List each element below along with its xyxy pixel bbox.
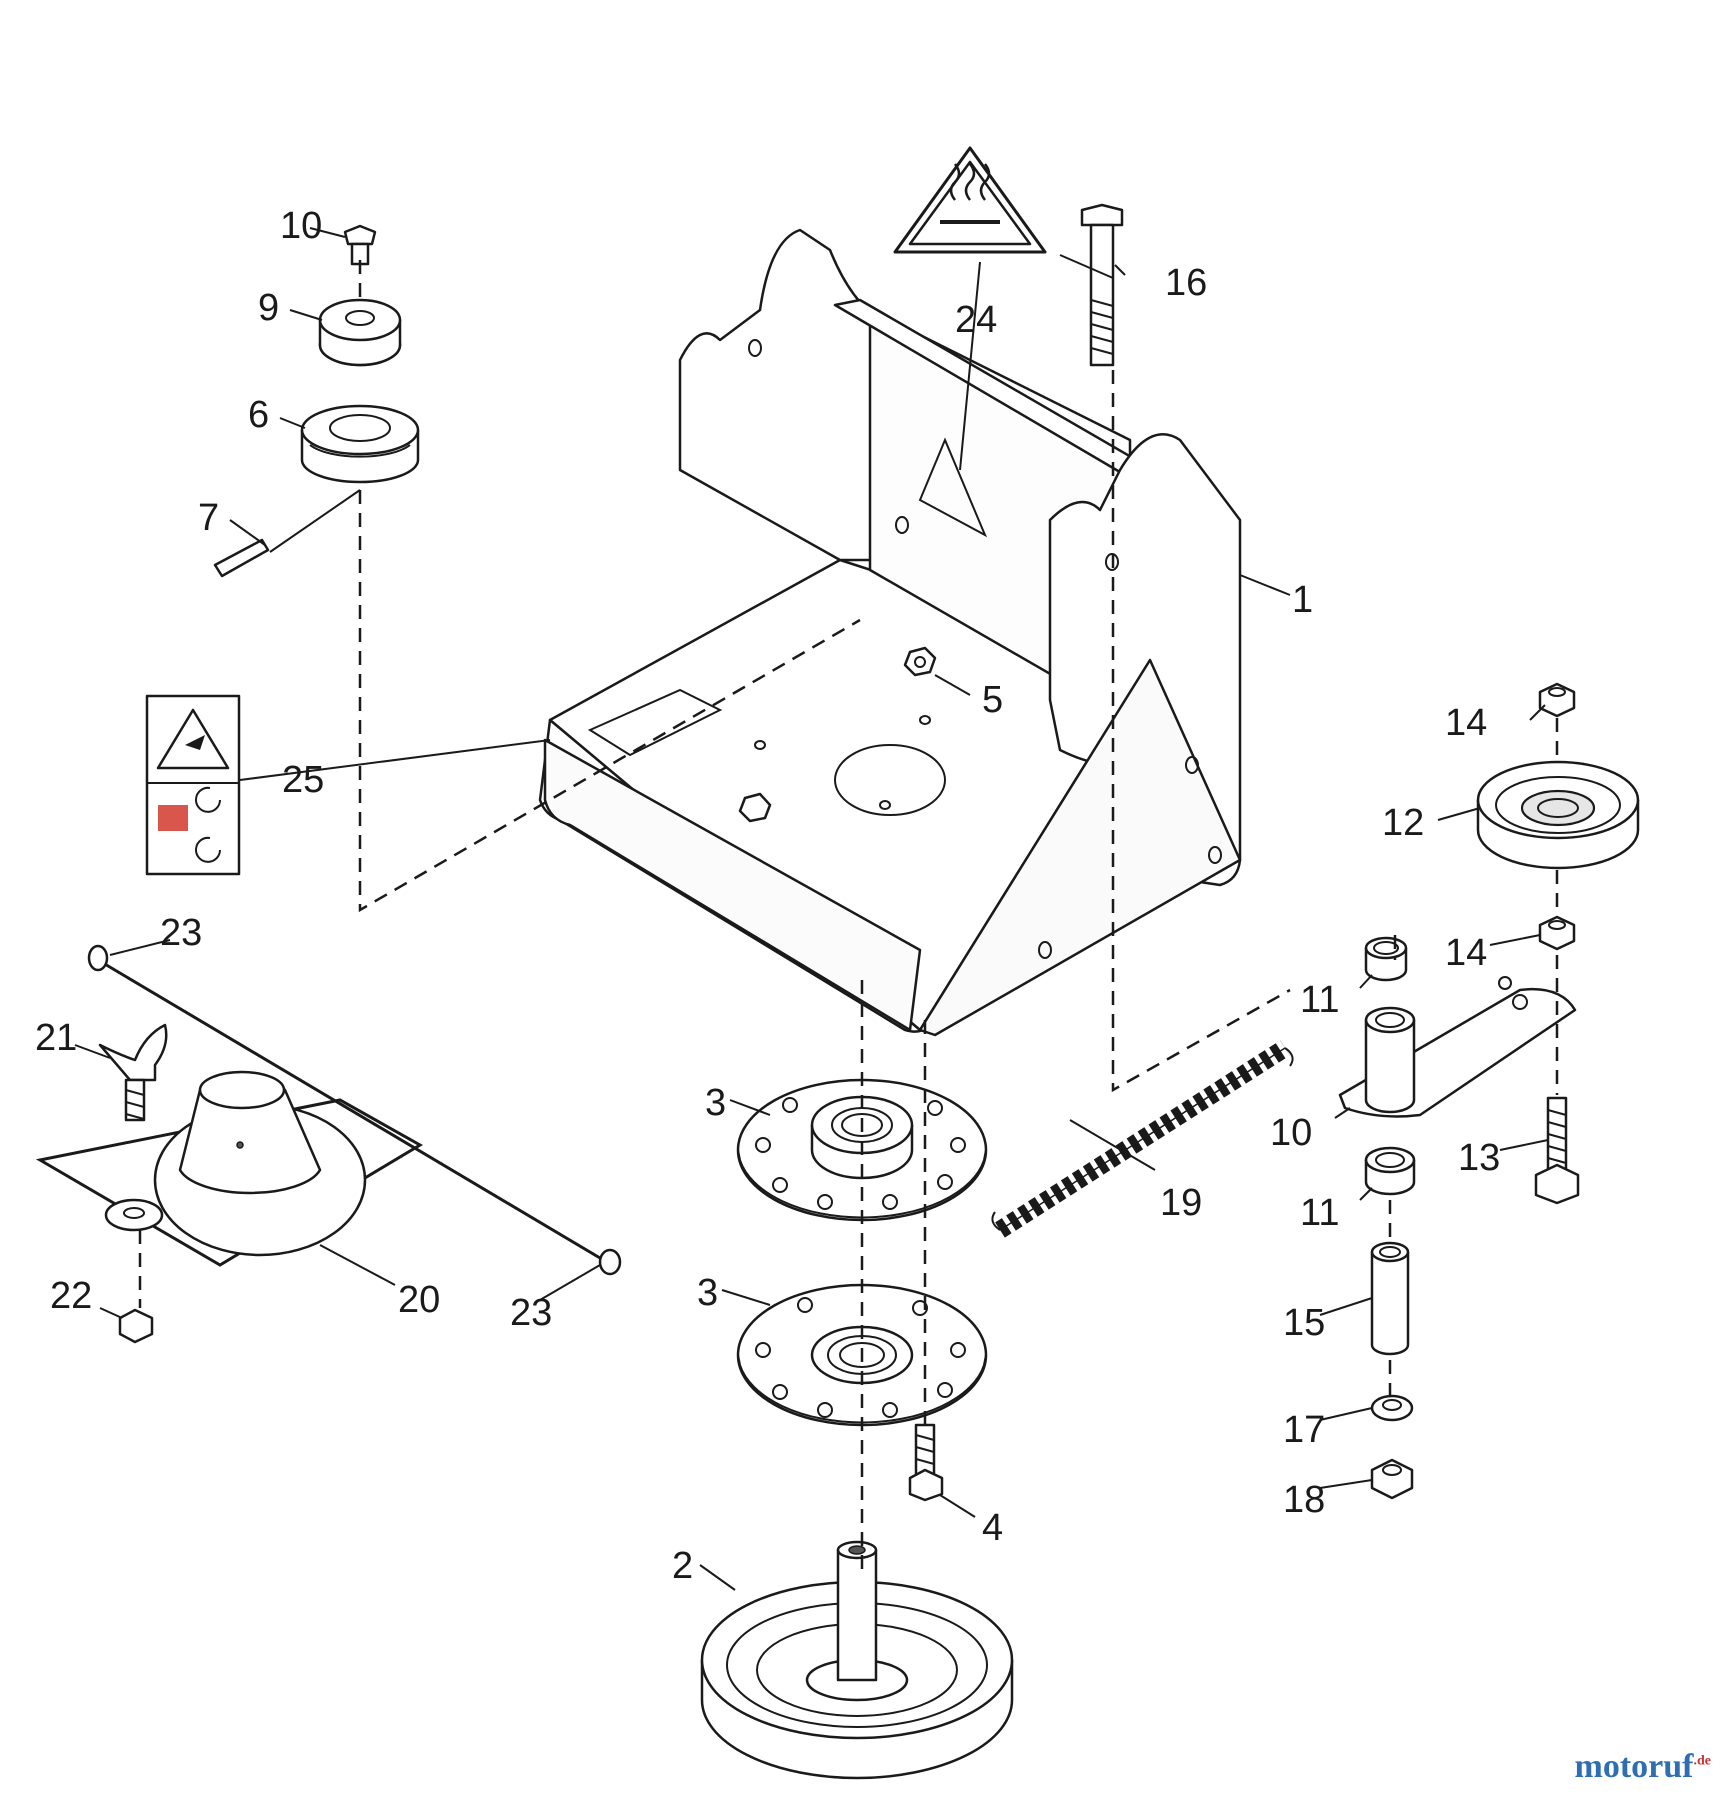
callout-17: 17 — [1283, 1409, 1325, 1451]
frame-bracket — [538, 228, 1242, 1037]
watermark-tld: .de — [1693, 1753, 1712, 1769]
callout-13: 13 — [1458, 1137, 1500, 1179]
callout-4: 4 — [982, 1507, 1003, 1549]
callout-8: 9 — [258, 287, 279, 329]
warning-decal-box — [145, 694, 241, 876]
callout-5: 5 — [982, 679, 1003, 721]
callout-3-upper: 3 — [705, 1082, 726, 1124]
callout-22: 22 — [50, 1275, 92, 1317]
watermark: motoruf.de — [1575, 1748, 1711, 1786]
callout-7: 7 — [198, 497, 219, 539]
callout-19: 19 — [1160, 1182, 1202, 1224]
assembly-lines — [138, 260, 1559, 1570]
callout-14-bottom: 14 — [1445, 932, 1487, 974]
heat-warning-label — [893, 146, 1047, 254]
callout-15: 15 — [1283, 1302, 1325, 1344]
bolt-4 — [908, 1423, 944, 1502]
bolt-16 — [1080, 203, 1124, 367]
idler-pulley-12 — [1476, 682, 1640, 951]
isolator-stack — [213, 224, 420, 578]
leader-lines — [74, 227, 1549, 1591]
callout-9: 10 — [280, 205, 322, 247]
callout-11-bottom: 11 — [1300, 1192, 1339, 1234]
callout-16: 16 — [1165, 262, 1207, 304]
callout-21: 21 — [35, 1017, 77, 1059]
callout-11-top: 11 — [1300, 979, 1339, 1021]
nut-5 — [903, 646, 937, 677]
pulley-2 — [700, 1540, 1014, 1780]
callout-10: 10 — [1270, 1112, 1312, 1154]
callout-12: 12 — [1382, 802, 1424, 844]
callout-3-lower: 3 — [697, 1272, 718, 1314]
callout-labels: 10 9 6 7 16 24 1 5 25 14 12 14 11 10 13 … — [35, 205, 1500, 1587]
callout-2: 2 — [672, 1545, 693, 1587]
callout-23-top: 23 — [160, 912, 202, 954]
callout-24: 24 — [955, 299, 997, 341]
callout-20: 20 — [398, 1279, 440, 1321]
callout-25: 25 — [282, 759, 324, 801]
callout-18: 18 — [1283, 1479, 1325, 1521]
callout-6: 6 — [248, 394, 269, 436]
callout-23-bottom: 23 — [510, 1292, 552, 1334]
callout-14-top: 14 — [1445, 702, 1487, 744]
watermark-main: motoruf — [1574, 1748, 1694, 1785]
callout-1: 1 — [1292, 579, 1313, 621]
idler-arm-assembly — [1338, 936, 1580, 1500]
spring-19 — [991, 1040, 1294, 1238]
bump-stop-assembly — [35, 944, 622, 1344]
